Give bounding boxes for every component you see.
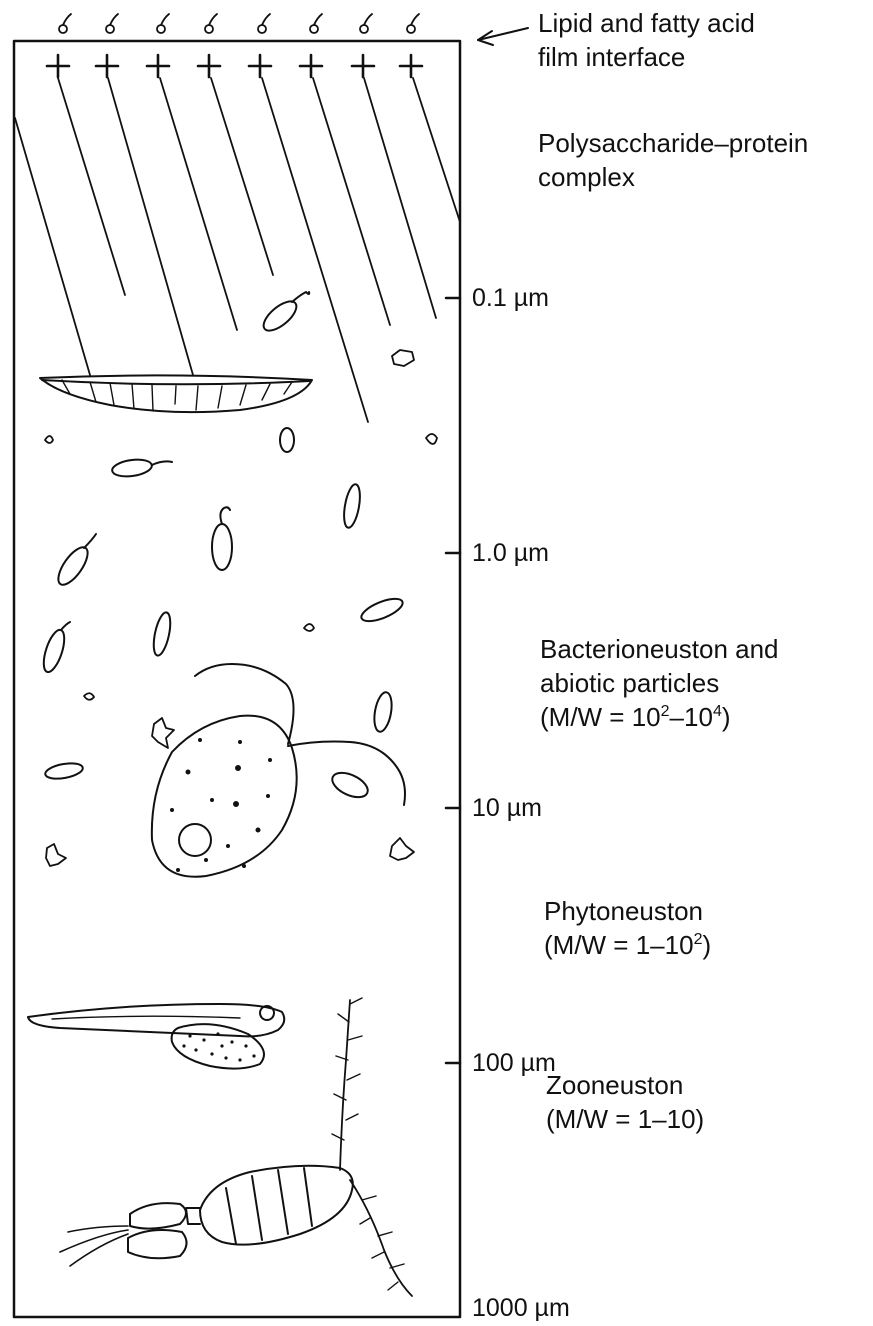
- flagellate-cell: [152, 664, 405, 877]
- bact-ratio-exp2: 4: [713, 703, 722, 720]
- plus-sign: [96, 55, 118, 77]
- fish-larva: [28, 1004, 284, 1069]
- bacterium: [329, 768, 372, 802]
- lipid-molecule-3: [157, 14, 169, 33]
- lipid-molecule-4: [205, 14, 217, 33]
- copepod-body: [200, 1166, 353, 1245]
- bacterium: [359, 594, 406, 625]
- bacterioneuston-label: Bacterioneuston and abiotic particles (M…: [540, 632, 779, 734]
- particle: [152, 718, 174, 748]
- diatom-cell: [40, 375, 312, 412]
- poly-label-line2: complex: [538, 160, 808, 194]
- zooneuston-label: Zooneuston (M/W = 1–10): [546, 1068, 704, 1136]
- water-column-box: [14, 41, 460, 1317]
- phyto-label-line2: (M/W = 1–102): [544, 928, 711, 962]
- particle: [84, 693, 94, 700]
- polysaccharide-label: Polysaccharide–protein complex: [538, 126, 808, 194]
- phyto-ratio-suffix: ): [702, 930, 711, 960]
- copepod: [60, 998, 412, 1296]
- bacterium: [341, 483, 362, 529]
- zoo-label-line2: (M/W = 1–10): [546, 1102, 704, 1136]
- lipid-molecule-8: [407, 14, 419, 33]
- scale-label-0.1um: 0.1 µm: [472, 283, 549, 313]
- scale-label-1.0um: 1.0 µm: [472, 538, 549, 568]
- phyto-ratio-prefix: (M/W = 1–10: [544, 930, 694, 960]
- lipid-molecule-6: [310, 14, 322, 33]
- scale-label-10um: 10 µm: [472, 793, 542, 823]
- phytoneuston-label: Phytoneuston (M/W = 1–102): [544, 894, 711, 962]
- poly-label-line1: Polysaccharide–protein: [538, 126, 808, 160]
- abiotic-particles: [45, 350, 437, 866]
- particle: [390, 838, 414, 860]
- bact-ratio-suffix: ): [722, 702, 731, 732]
- bacterium-flagellated: [40, 622, 70, 674]
- lipid-molecules: [59, 14, 419, 33]
- particle: [426, 434, 437, 444]
- bacterium: [280, 428, 294, 452]
- copepod-antenna: [340, 1000, 350, 1170]
- egg-sac: [128, 1230, 187, 1258]
- particle: [45, 436, 53, 443]
- film-label-line1: Lipid and fatty acid: [538, 6, 755, 40]
- charge-plus-signs: [47, 55, 422, 77]
- plus-sign: [47, 55, 69, 77]
- bacterium-flagellated: [259, 292, 309, 336]
- lipid-molecule-7: [360, 14, 372, 33]
- plus-sign: [249, 55, 271, 77]
- plus-sign: [352, 55, 374, 77]
- zoo-label-line1: Zooneuston: [546, 1068, 704, 1102]
- flagellum: [195, 664, 294, 744]
- bact-ratio-mid: –10: [670, 702, 713, 732]
- bacterium: [151, 611, 174, 657]
- plus-sign: [300, 55, 322, 77]
- bacterium-flagellated: [111, 457, 172, 478]
- bacterium-flagellated: [212, 507, 232, 570]
- scale-ticks: [446, 298, 460, 1063]
- lipid-molecule-2: [106, 14, 118, 33]
- particle: [304, 624, 314, 631]
- scale-label-100um: 100 µm: [472, 1048, 556, 1078]
- bact-label-line2: abiotic particles: [540, 666, 779, 700]
- copepod-tail: [186, 1208, 200, 1224]
- nucleus: [179, 824, 211, 856]
- polysaccharide-strands: [15, 78, 460, 422]
- film-interface-label: Lipid and fatty acid film interface: [538, 6, 755, 74]
- copepod-antenna: [350, 1180, 412, 1296]
- plus-sign: [400, 55, 422, 77]
- bact-label-line3: (M/W = 102–104): [540, 700, 779, 734]
- bacterium-flagellated: [53, 534, 96, 589]
- bacterium: [44, 761, 84, 781]
- bacteria: [40, 292, 406, 802]
- film-arrow: [478, 28, 528, 45]
- particle: [392, 350, 414, 366]
- bact-ratio-prefix: (M/W = 10: [540, 702, 661, 732]
- phyto-label-line1: Phytoneuston: [544, 894, 711, 928]
- lipid-molecule-5: [258, 14, 270, 33]
- bact-ratio-exp1: 2: [661, 703, 670, 720]
- copepod-setae: [60, 1226, 128, 1266]
- film-label-line2: film interface: [538, 40, 755, 74]
- plus-sign: [147, 55, 169, 77]
- bact-label-line1: Bacterioneuston and: [540, 632, 779, 666]
- scale-label-1000um: 1000 µm: [472, 1293, 570, 1323]
- plus-sign: [198, 55, 220, 77]
- particle: [46, 844, 66, 866]
- egg-sac: [130, 1203, 186, 1228]
- bacterium: [372, 691, 395, 733]
- lipid-molecule-1: [59, 14, 71, 33]
